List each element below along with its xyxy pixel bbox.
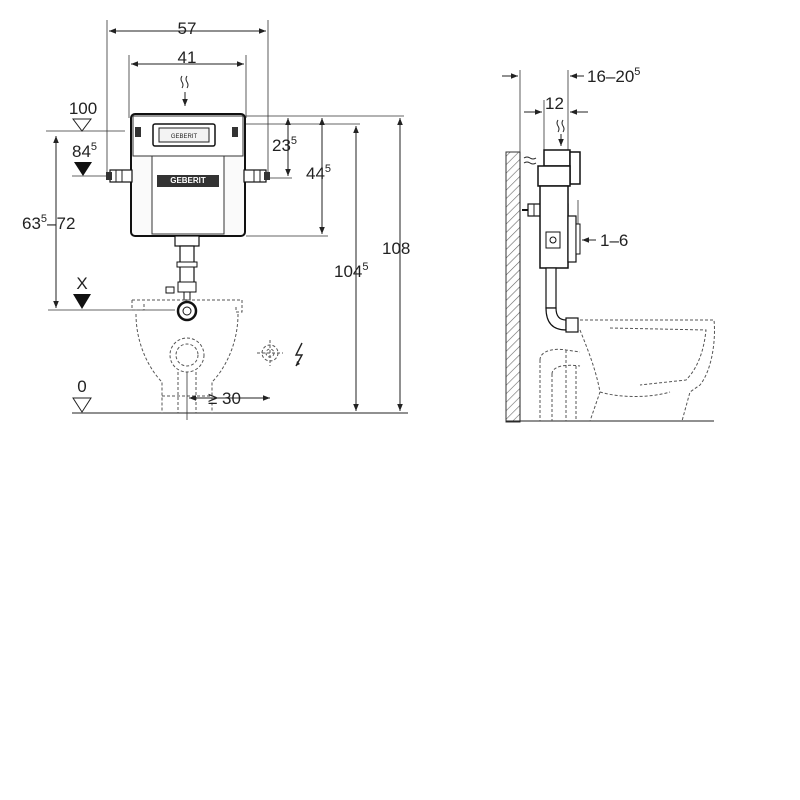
front-view: 57 41 100 845 635–72 X 0 GEBERIT — [22, 19, 410, 420]
plate-brand: GEBERIT — [171, 134, 198, 140]
inlet-right — [243, 169, 270, 183]
electric-socket — [257, 340, 283, 366]
level-triangle-icon — [73, 294, 91, 309]
level-triangle-icon — [72, 397, 92, 413]
electric-supply-icon — [294, 342, 304, 367]
water-supply-icon — [523, 119, 565, 165]
electric-arrowhead — [296, 361, 300, 366]
level-inlet-label: 845 — [72, 141, 97, 161]
dim-12: 12 — [545, 94, 564, 113]
dim-width-outer: 57 — [178, 19, 197, 38]
dim-plate: 1–6 — [600, 231, 628, 250]
wc-bowl-side — [539, 319, 715, 422]
flush-pipe — [165, 235, 200, 322]
brand-mark — [157, 175, 219, 187]
dim-depth: 16–205 — [587, 66, 640, 86]
level-zero-label: 0 — [77, 377, 86, 396]
level-top-label: 100 — [69, 99, 97, 118]
dim-width-inner: 41 — [178, 48, 197, 67]
dim-104: 1045 — [334, 261, 369, 281]
dim-23: 235 — [272, 135, 297, 155]
range-height-label: 635–72 — [22, 213, 75, 233]
dim-min30: ≥ 30 — [208, 389, 241, 408]
cistern-side — [522, 149, 581, 333]
level-triangle-icon — [74, 162, 92, 176]
plate-inner — [158, 127, 210, 143]
plate-clip — [135, 127, 141, 137]
cistern-tank — [151, 155, 225, 235]
inlet-left — [106, 169, 133, 183]
side-view: 16–205 12 — [502, 66, 715, 423]
water-supply-icon — [180, 75, 189, 106]
level-x-label: X — [76, 274, 87, 293]
wall-section — [505, 151, 521, 423]
brand-mark-text: GEBERIT — [170, 176, 206, 185]
plate-clip — [232, 127, 238, 137]
level-triangle-icon — [72, 118, 92, 132]
dim-108: 108 — [382, 239, 410, 258]
dim-44: 445 — [306, 163, 331, 183]
